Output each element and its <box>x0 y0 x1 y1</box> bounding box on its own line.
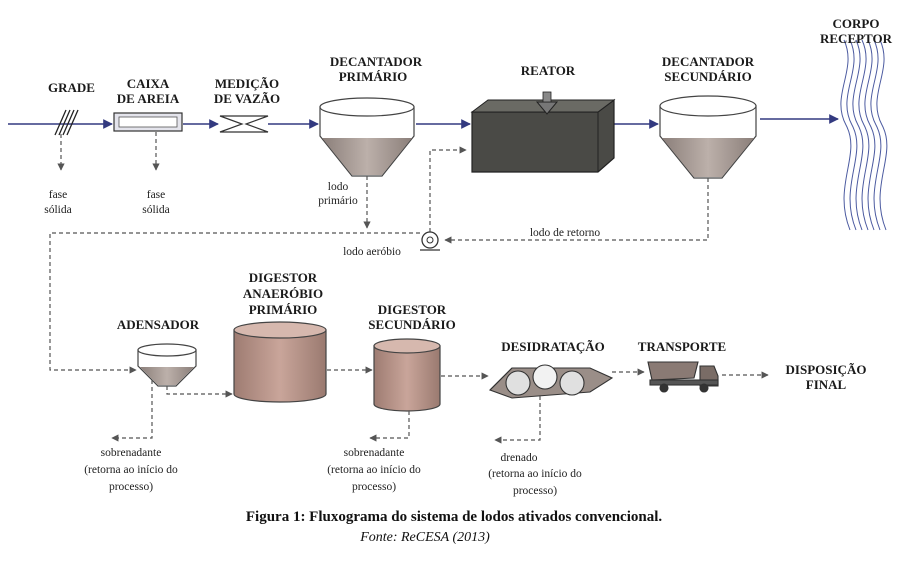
flow-meter-icon <box>219 115 269 133</box>
sludge-to-thickener-line <box>49 232 420 374</box>
receiving-water-body-icon <box>840 39 888 231</box>
anaerobic-digester-label-3: PRIMÁRIO <box>249 302 318 317</box>
drained-label-2: (retorna ao início do <box>488 468 582 480</box>
supernatant-label-1b: (retorna ao início do <box>84 464 178 476</box>
anaerobic-digester-label-2: ANAERÓBIO <box>243 286 323 301</box>
reactor-icon <box>470 91 616 173</box>
primary-clarifier-label: DECANTADOR <box>330 54 423 69</box>
secondary-digester-label-2: SECUNDÁRIO <box>368 317 455 332</box>
secondary-clarifier-label: DECANTADOR <box>662 54 755 69</box>
grade-screen-icon <box>54 109 79 136</box>
return-sludge-line <box>429 146 709 244</box>
final-disposal-label-2: FINAL <box>806 377 847 392</box>
supernatant-label-1: sobrenadante <box>101 447 162 459</box>
primary-sludge-label: lodo <box>328 181 349 193</box>
secondary-clarifier-label-2: SECUNDÁRIO <box>664 69 751 84</box>
solid-phase-label-1: fase <box>49 189 68 201</box>
supernatant-arrow-1 <box>111 380 153 442</box>
truck-icon <box>647 361 719 393</box>
dewatering-label: DESIDRATAÇÃO <box>501 339 605 354</box>
secondary-clarifier-icon <box>659 95 757 179</box>
thickener-to-digester-line <box>166 386 233 398</box>
primary-clarifier-label-2: PRIMÁRIO <box>339 69 408 84</box>
transport-label: TRANSPORTE <box>638 339 726 354</box>
primary-anaerobic-digester-icon <box>233 321 327 403</box>
thickener-icon <box>137 343 197 387</box>
secondary-digester-label: DIGESTOR <box>378 302 447 317</box>
secondary-digester-icon <box>373 338 441 412</box>
dewatering-press-icon <box>489 364 614 399</box>
aerobic-sludge-label: lodo aeróbio <box>343 246 401 258</box>
supernatant-label-2b: (retorna ao início do <box>327 464 421 476</box>
reactor-label: REATOR <box>521 63 576 78</box>
receiving-body-label-2: RECEPTOR <box>820 31 893 46</box>
anaerobic-digester-label: DIGESTOR <box>249 270 318 285</box>
drained-arrow <box>494 396 541 444</box>
grit-chamber-icon <box>113 112 183 132</box>
solid-phase-label-1b: sólida <box>44 204 71 216</box>
supernatant-label-2c: processo) <box>352 481 396 493</box>
solid-phase-label-2b: sólida <box>142 204 169 216</box>
supernatant-label-2: sobrenadante <box>344 447 405 459</box>
primary-sludge-label-2: primário <box>318 195 358 207</box>
flow-meter-label-2: DE VAZÃO <box>214 91 280 106</box>
grit-chamber-label-2: DE AREIA <box>117 91 180 106</box>
drained-label-3: processo) <box>513 485 557 497</box>
receiving-body-label: CORPO <box>833 16 880 31</box>
return-sludge-label: lodo de retorno <box>530 227 601 239</box>
supernatant-label-1c: processo) <box>109 481 153 493</box>
thickener-label: ADENSADOR <box>117 317 200 332</box>
figure-source: Fonte: ReCESA (2013) <box>360 530 490 545</box>
solid-phase-label-2: fase <box>147 189 166 201</box>
supernatant-arrow-2 <box>369 411 410 442</box>
figure-caption: Figura 1: Fluxograma do sistema de lodos… <box>245 509 663 525</box>
flow-meter-label: MEDIÇÃO <box>215 76 279 91</box>
primary-clarifier-icon <box>319 97 415 177</box>
drained-label: drenado <box>500 452 537 464</box>
grade-label: GRADE <box>48 80 95 95</box>
final-disposal-label: DISPOSIÇÃO <box>786 362 867 377</box>
sludge-pump-icon <box>420 231 440 251</box>
grit-chamber-label: CAIXA <box>127 76 170 91</box>
